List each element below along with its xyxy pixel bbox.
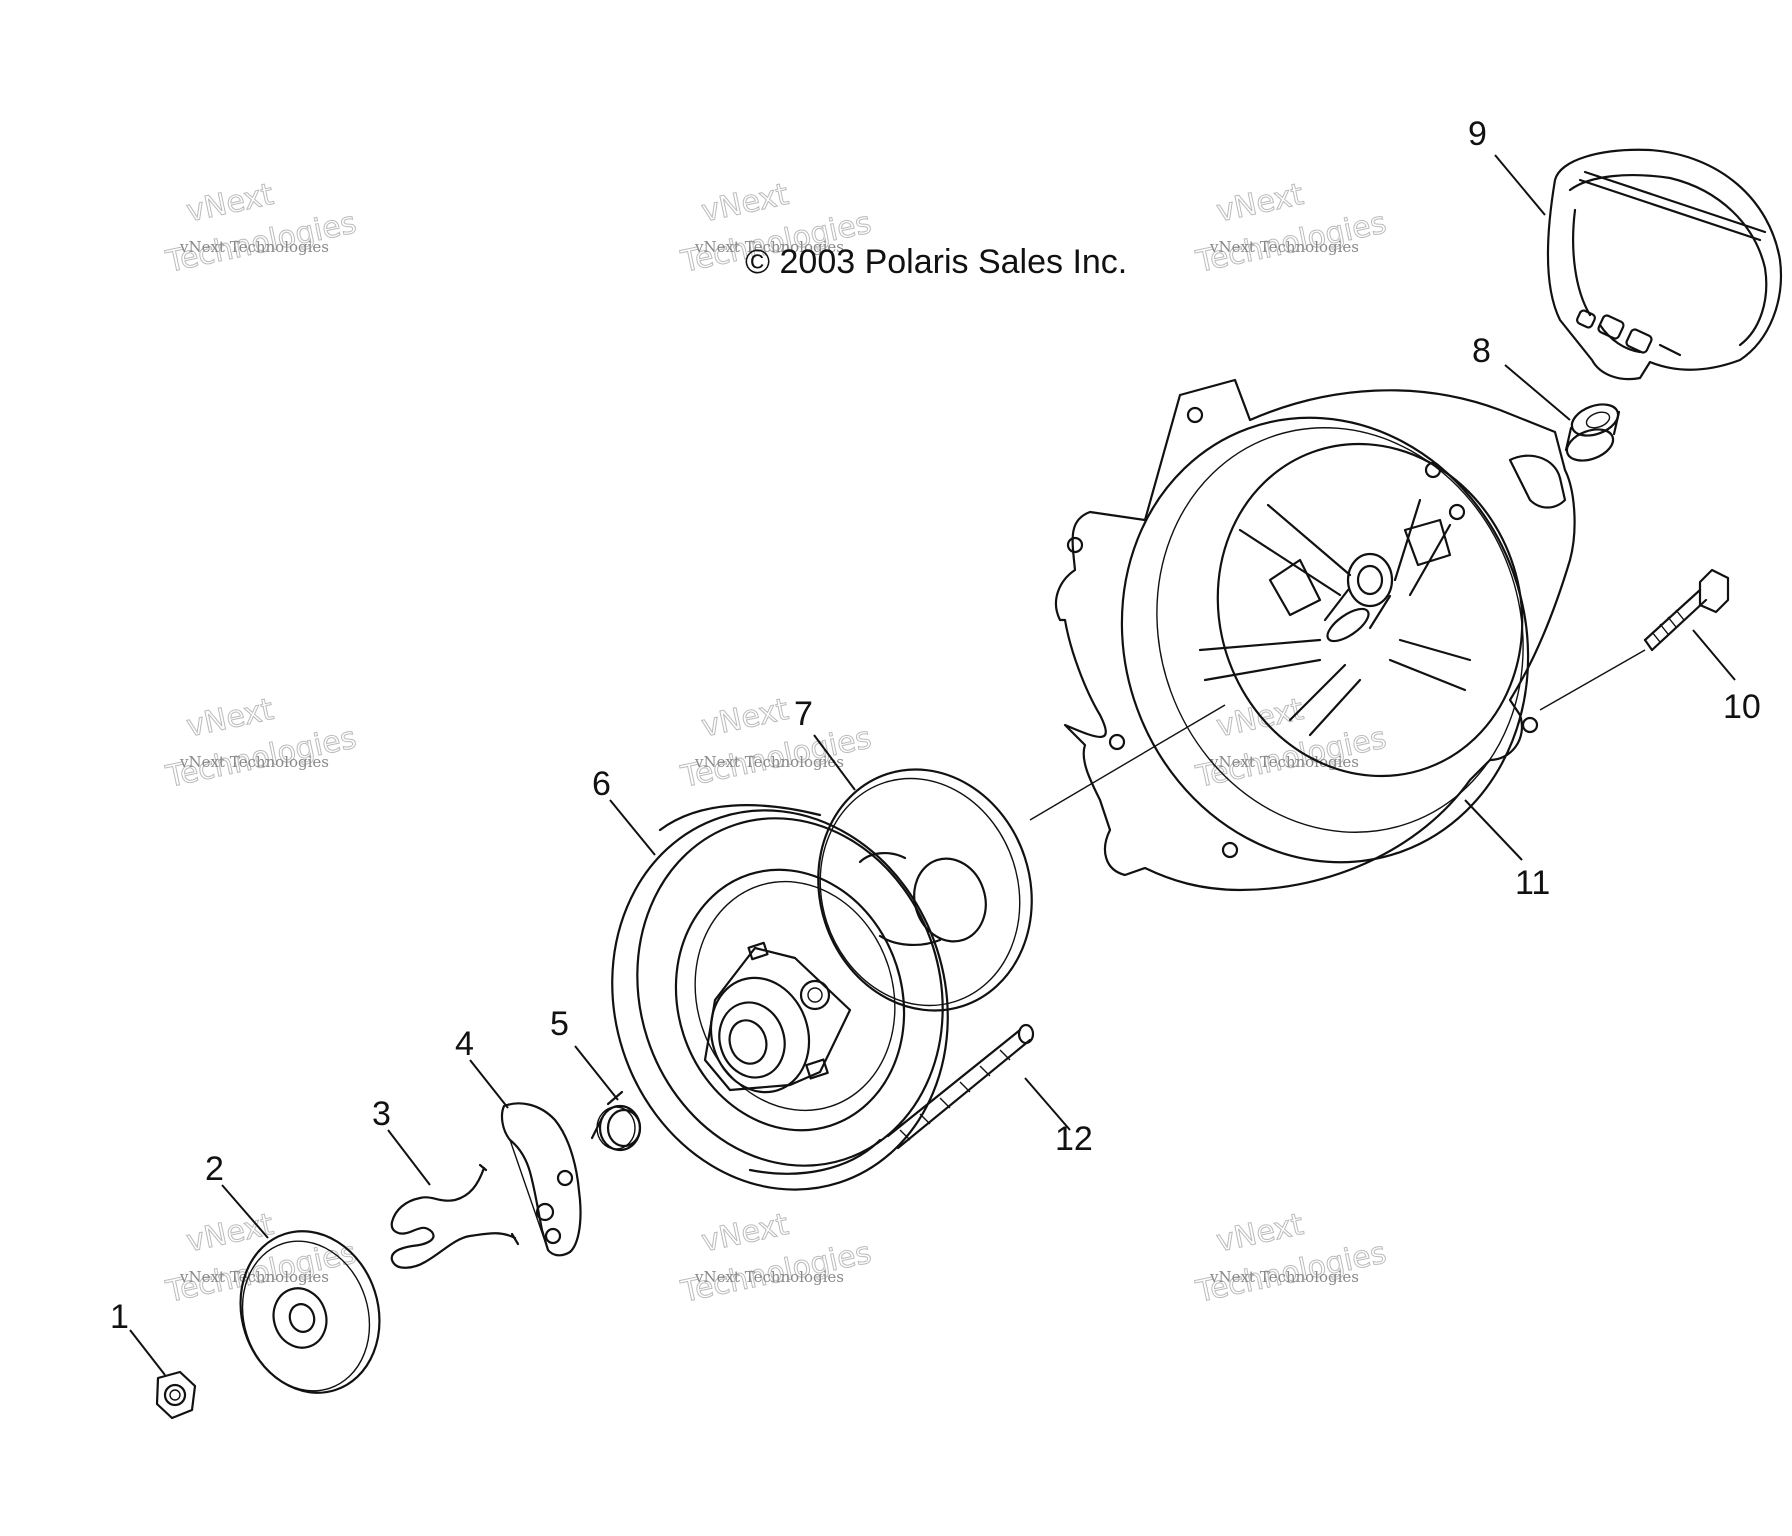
callout-9: 9 — [1468, 115, 1487, 153]
svg-text:vNext Technologies: vNext Technologies — [179, 238, 329, 256]
watermark: vNext Technologies vNext Technologies — [1192, 177, 1390, 281]
callout-11: 11 — [1515, 864, 1550, 902]
part-coil-spring — [590, 1090, 642, 1152]
svg-text:vNext: vNext — [184, 177, 277, 230]
watermark: vNext Technologies vNext Technologies — [1192, 1207, 1390, 1311]
part-nut — [155, 1370, 197, 1420]
svg-text:vNext Technologies: vNext Technologies — [179, 753, 329, 771]
watermarks: vNext Technologies vNext Technologies vN… — [162, 177, 1390, 1311]
callouts: 1 2 3 4 5 6 7 8 9 10 11 12 — [110, 115, 1761, 1336]
svg-text:vNext: vNext — [699, 692, 792, 745]
callout-8: 8 — [1472, 332, 1491, 370]
svg-text:vNext Technologies: vNext Technologies — [694, 753, 844, 771]
svg-text:vNext: vNext — [1214, 177, 1307, 230]
callout-5: 5 — [550, 1005, 569, 1043]
callout-3: 3 — [372, 1095, 391, 1133]
svg-text:vNext Technologies: vNext Technologies — [179, 1268, 329, 1286]
part-spring-clip — [390, 1163, 520, 1269]
watermark: vNext Technologies vNext Technologies — [1192, 692, 1390, 796]
svg-text:vNext: vNext — [699, 1207, 792, 1260]
part-pulley-assembly — [611, 768, 1033, 1191]
callout-2: 2 — [205, 1150, 224, 1188]
part-rope — [886, 1023, 1035, 1150]
watermark: vNext Technologies vNext Technologies — [162, 692, 360, 796]
leader-lines — [129, 154, 1736, 1376]
callout-6: 6 — [592, 765, 611, 803]
part-disc — [239, 1230, 381, 1394]
part-bolt — [1643, 568, 1730, 652]
part-pawl — [500, 1102, 582, 1257]
callout-7: 7 — [794, 695, 813, 733]
svg-text:vNext Technologies: vNext Technologies — [1209, 238, 1359, 256]
watermark: vNext Technologies vNext Technologies — [677, 1207, 875, 1311]
svg-text:vNext Technologies: vNext Technologies — [694, 1268, 844, 1286]
callout-12: 12 — [1055, 1120, 1093, 1158]
svg-text:vNext Technologies: vNext Technologies — [1209, 753, 1359, 771]
callout-10: 10 — [1723, 688, 1761, 726]
svg-text:vNext: vNext — [184, 692, 277, 745]
part-housing — [1054, 378, 1576, 892]
watermark: vNext Technologies vNext Technologies — [162, 1207, 360, 1311]
svg-text:vNext: vNext — [1214, 1207, 1307, 1260]
callout-4: 4 — [455, 1025, 474, 1063]
watermark: vNext Technologies vNext Technologies — [677, 692, 875, 796]
svg-text:vNext Technologies: vNext Technologies — [694, 238, 844, 256]
svg-text:vNext: vNext — [699, 177, 792, 230]
svg-text:vNext Technologies: vNext Technologies — [1209, 1268, 1359, 1286]
watermark: vNext Technologies vNext Technologies — [162, 177, 360, 281]
copyright-text: © 2003 Polaris Sales Inc. — [745, 243, 1127, 281]
callout-1: 1 — [110, 1298, 129, 1336]
part-bushing — [1564, 403, 1621, 462]
part-handle — [1546, 148, 1782, 381]
